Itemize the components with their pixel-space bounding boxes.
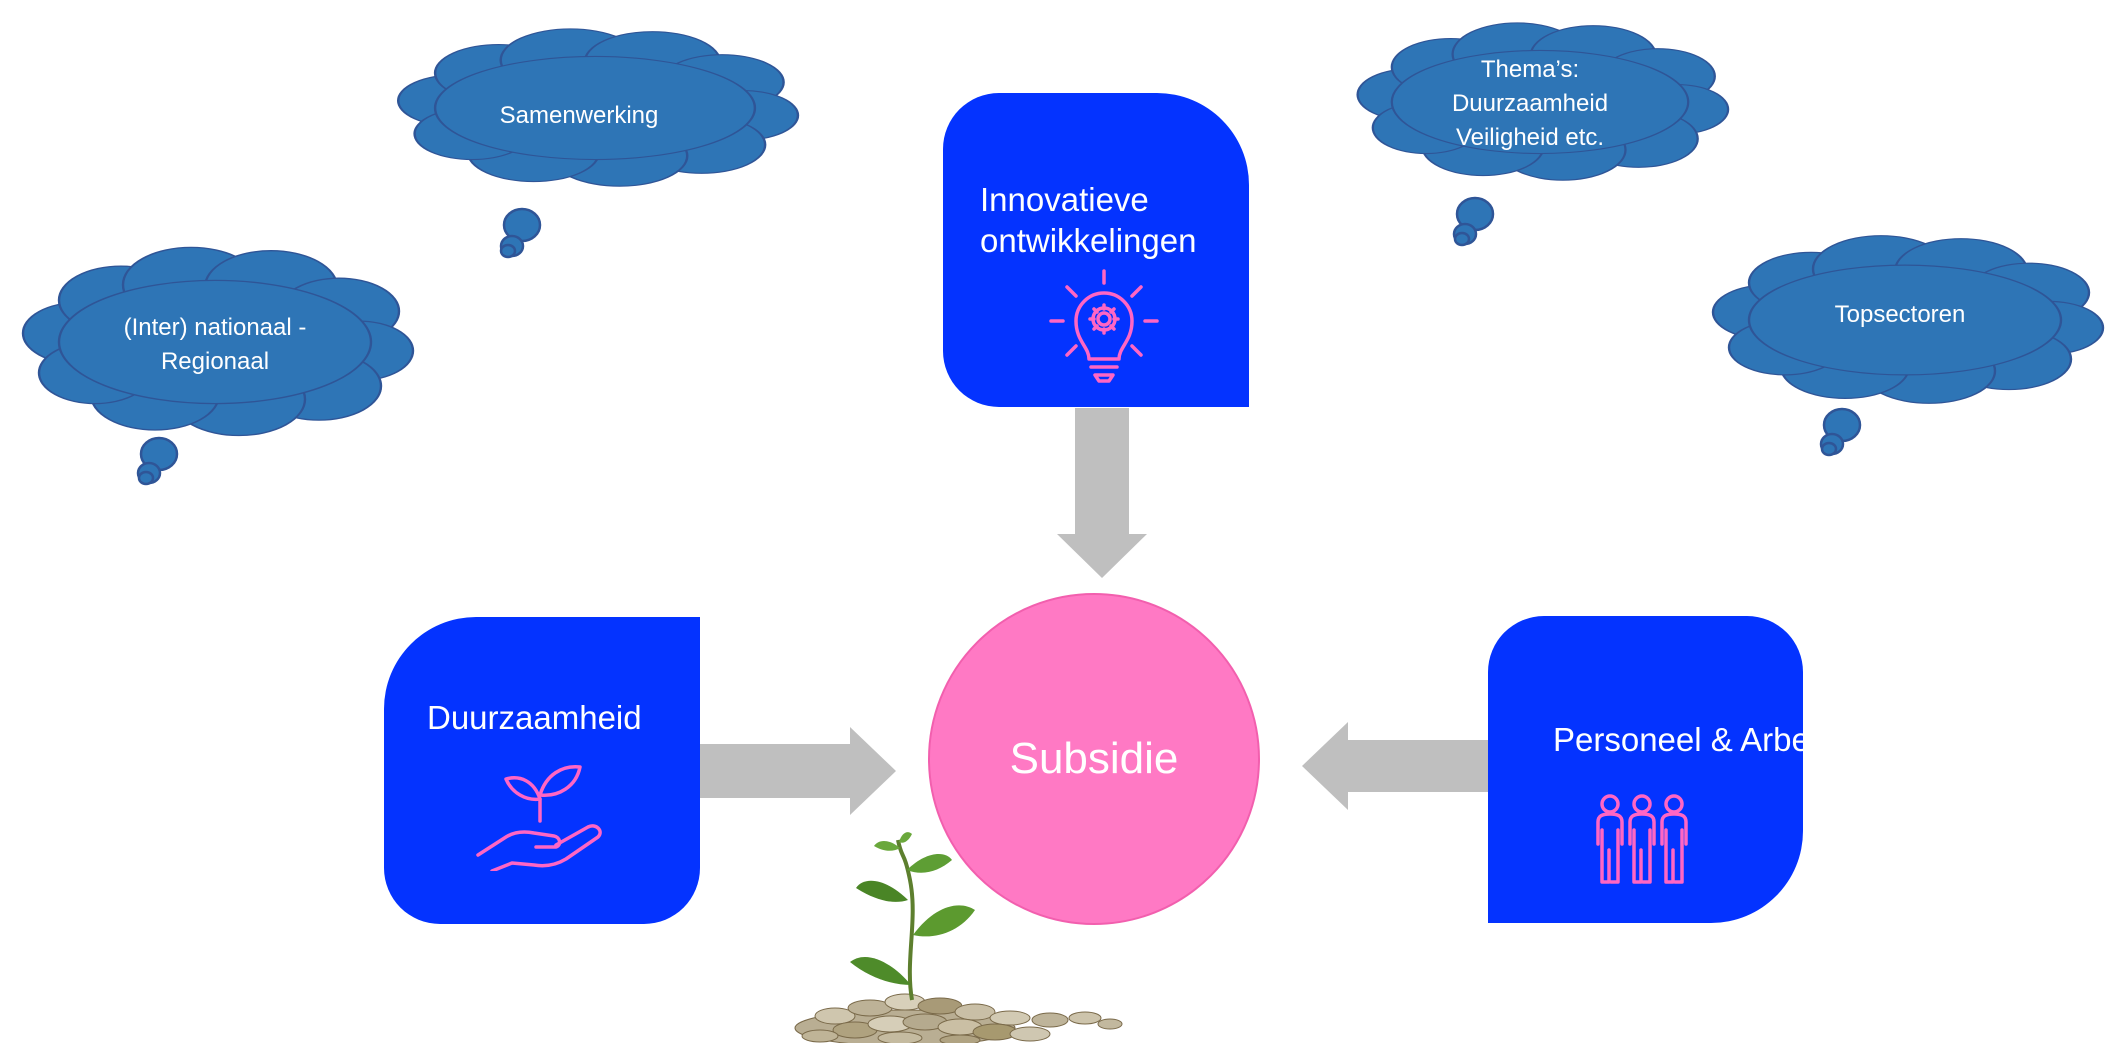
cloud-themas-line-1: Thema’s: (1480, 56, 1580, 83)
cloud-themas-shape (1358, 23, 1729, 245)
cloud-national-text: (Inter) nationaal - Regionaal (85, 311, 345, 379)
cloud-topsectoren-text: Topsectoren (1800, 298, 2000, 332)
box-innovatieve-line-2: ontwikkelingen (980, 222, 1197, 259)
cloud-samenwerking-text: Samenwerking (475, 99, 683, 133)
arrow-right (700, 727, 896, 815)
cloud-themas-line-3: Veiligheid etc. (1455, 124, 1605, 151)
cloud-national-shape (23, 247, 413, 484)
cloud-national-line-2: Regionaal (160, 348, 270, 375)
subsidie-circle: Subsidie (928, 593, 1260, 925)
cloud-national-line-1: (Inter) nationaal - (123, 314, 307, 341)
arrow-down (1057, 408, 1147, 578)
cloud-themas-line-2: Duurzaamheid (1451, 90, 1609, 117)
arrow-left (1302, 722, 1488, 810)
plant-on-coins-image (794, 832, 1123, 1043)
cloud-samenwerking-line-1: Samenwerking (499, 102, 659, 129)
box-duurzaamheid-line-1: Duurzaamheid (427, 699, 642, 736)
lightbulb-gear-icon (1049, 269, 1159, 383)
subsidie-label: Subsidie (1009, 734, 1179, 783)
box-personeel-label: Personeel & Arbeid (1553, 719, 1803, 760)
box-innovatieve-ontwikkelingen: Innovatieve ontwikkelingen (943, 93, 1249, 407)
box-innovatieve-line-1: Innovatieve (980, 181, 1149, 218)
box-personeel-line-1: Personeel & Arbeid (1553, 721, 1803, 758)
group-of-people-icon (1596, 794, 1688, 884)
box-duurzaamheid: Duurzaamheid (384, 617, 700, 924)
cloud-topsectoren-shape (1713, 236, 2103, 455)
box-personeel-arbeid: Personeel & Arbeid (1488, 616, 1803, 923)
cloud-samenwerking-shape (398, 29, 798, 257)
cloud-topsectoren-line-1: Topsectoren (1834, 301, 1966, 328)
box-innovatieve-label: Innovatieve ontwikkelingen (980, 179, 1196, 261)
cloud-themas-text: Thema’s: Duurzaamheid Veiligheid etc. (1430, 53, 1630, 155)
box-duurzaamheid-label: Duurzaamheid (427, 697, 642, 738)
plant-in-hand-icon (476, 765, 602, 871)
